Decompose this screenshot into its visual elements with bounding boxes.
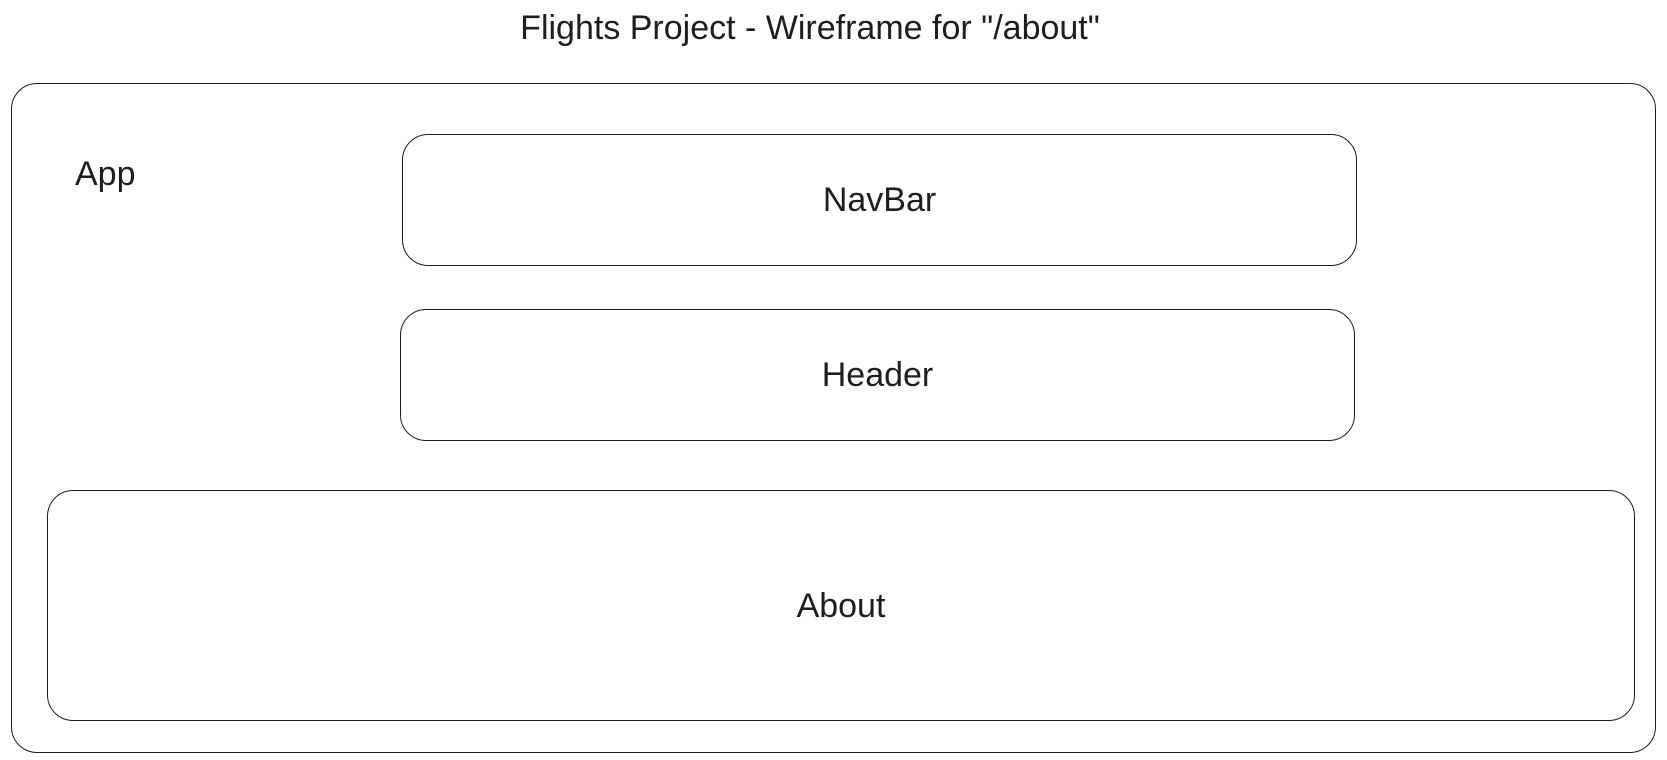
header-label: Header (821, 356, 934, 394)
about-component: About (47, 490, 1635, 721)
navbar-component: NavBar (402, 134, 1357, 266)
header-component: Header (400, 309, 1355, 441)
navbar-label: NavBar (822, 181, 937, 219)
app-label: App (75, 155, 136, 193)
about-label: About (796, 586, 886, 625)
diagram-title: Flights Project - Wireframe for "/about" (520, 9, 1100, 47)
